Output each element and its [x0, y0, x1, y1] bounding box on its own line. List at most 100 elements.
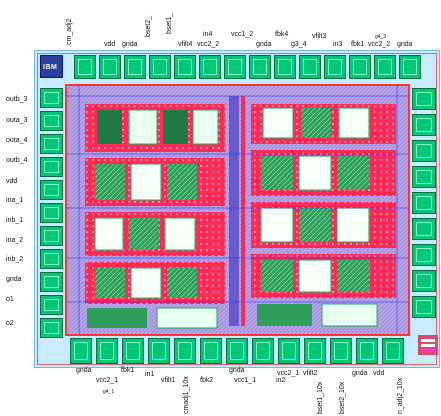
- label-left: ina_2: [6, 237, 24, 244]
- pad: [40, 203, 63, 223]
- label-left: outb_4: [6, 157, 28, 164]
- core-circuit: [65, 84, 410, 336]
- pad: [74, 55, 96, 79]
- pad: [99, 55, 121, 79]
- pad: [412, 192, 436, 214]
- pad: [149, 55, 171, 79]
- pad: [249, 55, 271, 79]
- pad: [40, 318, 63, 338]
- pad: [40, 134, 63, 154]
- pad: [382, 338, 404, 364]
- label-gnda-bottom-1: gnda: [76, 367, 92, 374]
- ibm-logo: IBM: [40, 55, 63, 78]
- pad: [412, 88, 436, 110]
- pad: [252, 338, 274, 364]
- label-vdd-bottom: vdd: [373, 370, 385, 377]
- circuit-layout: [67, 86, 408, 334]
- label-gnda-top-2: gnda: [256, 41, 272, 48]
- pad: [199, 55, 221, 79]
- pad: [330, 338, 352, 364]
- pad: [412, 166, 436, 188]
- label-in1: in1: [145, 371, 155, 378]
- label-gnda-bottom-2: gnda: [229, 367, 245, 374]
- label-left: outa_4: [6, 137, 28, 144]
- pad: [40, 157, 63, 177]
- label-vcc2-2: vcc2_2: [197, 41, 220, 48]
- label-vdd-top: vdd: [104, 41, 116, 48]
- label-left: o1: [6, 296, 14, 303]
- label-in3: in3: [333, 41, 343, 48]
- pad: [122, 338, 144, 364]
- pad: [224, 55, 246, 79]
- pad: [40, 88, 63, 108]
- label-gnda-top-3: gnda: [397, 41, 413, 48]
- pad: [412, 244, 436, 266]
- label-left: outa_3: [6, 117, 28, 124]
- label-cm-adj2: cm_adj2: [66, 18, 73, 45]
- pad: [349, 55, 371, 79]
- logo-text: IBM: [43, 64, 58, 71]
- label-left: inb_1: [6, 217, 24, 224]
- pad: [299, 55, 321, 79]
- label-left: gnda: [6, 276, 22, 283]
- label-vfilt2: vfilt2: [303, 370, 318, 377]
- label-fbk1-bottom: fbk1: [121, 367, 135, 374]
- pad: [412, 218, 436, 240]
- pad: [40, 295, 63, 315]
- label-bset1-top: bset1_: [166, 12, 173, 34]
- pad: [148, 338, 170, 364]
- pad: [412, 140, 436, 162]
- pad: [274, 55, 296, 79]
- label-fbk1-top: fbk1: [351, 41, 365, 48]
- pad: [200, 338, 222, 364]
- label-vcc1-2: vcc1_2: [231, 31, 254, 38]
- label-vcc1-1: vcc1_1: [234, 377, 257, 384]
- pad: [40, 111, 63, 131]
- label-left: inb_2: [6, 256, 24, 263]
- label-left: o2: [6, 320, 14, 327]
- seal-ring: [37, 53, 437, 365]
- label-in4: in4: [203, 31, 213, 38]
- pad: [70, 338, 92, 364]
- pad: [40, 180, 63, 200]
- label-vcc2-1b: vcc2_1: [277, 370, 300, 377]
- pad: [374, 55, 396, 79]
- label-gnda-bottom-3: gnda: [352, 370, 368, 377]
- pad: [124, 55, 146, 79]
- label-bset2-bottom: bset2_10x: [339, 381, 346, 414]
- pad: [278, 338, 300, 364]
- pad: [40, 272, 63, 292]
- label-cmadj2-bottom: n_adj2_10x: [397, 377, 404, 414]
- label-vfilt1: vfilt1: [161, 377, 176, 384]
- pad: [399, 55, 421, 79]
- label-vcc2-2b: vcc2_2: [368, 41, 391, 48]
- label-vcc2-1: vcc2_1: [96, 377, 119, 384]
- pad: [40, 249, 63, 269]
- label-g3-4: g3_4: [291, 41, 307, 48]
- label-left: ina_1: [6, 197, 24, 204]
- pad: [356, 338, 378, 364]
- label-fbk4: fbk4: [275, 31, 289, 38]
- label-gnda-top-1: gnda: [122, 41, 138, 48]
- label-g4-1: g4_1: [103, 389, 115, 395]
- label-cmadj1: cmadj1_10x: [183, 376, 190, 414]
- label-g4-3: g4_3: [375, 34, 387, 40]
- pad: [412, 114, 436, 136]
- pad: [174, 338, 196, 364]
- pad: [174, 55, 196, 79]
- label-in2: in2: [276, 377, 286, 384]
- pad: [226, 338, 248, 364]
- pad: [40, 226, 63, 246]
- label-left: vdd: [6, 178, 18, 185]
- pad: [412, 296, 436, 318]
- pad: [96, 338, 118, 364]
- label-fbk2: fbk2: [200, 377, 214, 384]
- label-bset1-bottom: bset1_10x: [317, 381, 324, 414]
- pad: [324, 55, 346, 79]
- label-vfilt4: vfilt4: [178, 41, 193, 48]
- label-vfilt3: vfilt3: [312, 33, 327, 40]
- corner-marker: [418, 335, 438, 355]
- label-left: outb_3: [6, 96, 28, 103]
- pad: [412, 270, 436, 292]
- label-bset2-top: bset2_: [145, 15, 152, 37]
